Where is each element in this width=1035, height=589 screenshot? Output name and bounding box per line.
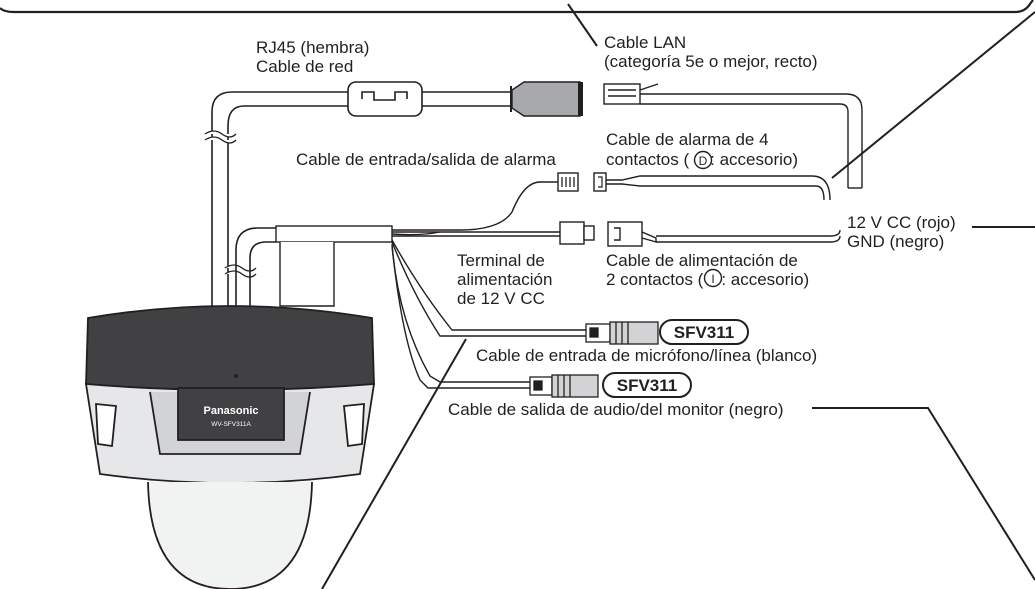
power-2pin-prefix: 2 contactos (: [606, 270, 704, 289]
audio-out-cable-label: Cable de salida de audio/del monitor (ne…: [448, 400, 784, 419]
leader-audio: [812, 407, 1035, 581]
alarm-4pin-suffix: : accesorio): [710, 150, 799, 169]
cable-break-marks: [204, 130, 257, 278]
leader-lan: [567, 3, 598, 47]
power-2pin-suffix: : accesorio): [721, 270, 810, 289]
svg-text:SFV311: SFV311: [617, 376, 678, 395]
power-terminal-label-line2: alimentación: [457, 270, 553, 289]
leader-lines: [321, 3, 1035, 589]
alarm-connectors: [557, 172, 831, 201]
branch-cables: [391, 181, 586, 389]
svg-text:I: I: [711, 272, 714, 286]
lan-plug: [603, 83, 863, 189]
power-polarity-gnd: GND (negro): [847, 232, 945, 251]
power-terminal-label-line3: de 12 V CC: [457, 289, 545, 308]
svg-text:SFV311: SFV311: [674, 323, 735, 342]
mic-line-cable-label: Cable de entrada de micrófono/línea (bla…: [476, 346, 818, 365]
dome-camera: [84, 305, 376, 589]
power-connectors: [559, 221, 841, 247]
power-terminal-label-line1: Terminal de: [457, 251, 545, 270]
power-2pin-label-line2: 2 contactos ( : accesorio): [606, 270, 809, 289]
network-cable: [211, 91, 512, 310]
lan-cable-label: Cable LAN: [604, 33, 687, 52]
leader-mic: [321, 338, 467, 589]
svg-text:D: D: [699, 154, 708, 168]
rj45-label: RJ45 (hembra): [256, 38, 370, 57]
callout-frame: [0, 0, 1034, 14]
mic-line-connector: [585, 321, 659, 345]
camera-model: WV-SFV311A: [211, 421, 251, 428]
leader-alarm: [831, 11, 1035, 179]
rj45-connector: [510, 81, 583, 117]
cable-sleeve: [275, 225, 393, 307]
model-badge-2: SFV311: [602, 372, 692, 398]
power-2pin-label-line1: Cable de alimentación de: [606, 251, 798, 270]
audio-out-connector: [529, 374, 599, 398]
cable-bundle: [235, 227, 276, 310]
alarm-4pin-label-line2: contactos ( : accesorio): [606, 150, 798, 169]
power-polarity-red: 12 V CC (rojo): [847, 213, 956, 232]
camera-dome: [147, 481, 313, 589]
lan-category-label: (categoría 5e o mejor, recto): [604, 52, 818, 71]
model-badge-1: SFV311: [659, 319, 749, 345]
camera-lid: [85, 305, 375, 391]
alarm-io-cable-label: Cable de entrada/salida de alarma: [296, 150, 556, 169]
accessory-badge-i: I: [703, 268, 723, 288]
alarm-4pin-prefix: contactos (: [606, 150, 690, 169]
network-cable-label: Cable de red: [256, 57, 354, 76]
accessory-badge-d: D: [693, 150, 713, 170]
alarm-4pin-label-line1: Cable de alarma de 4: [606, 130, 769, 149]
camera-brand: Panasonic: [203, 405, 258, 417]
camera-nameplate: [177, 387, 285, 441]
ferrite-core: [347, 81, 423, 117]
